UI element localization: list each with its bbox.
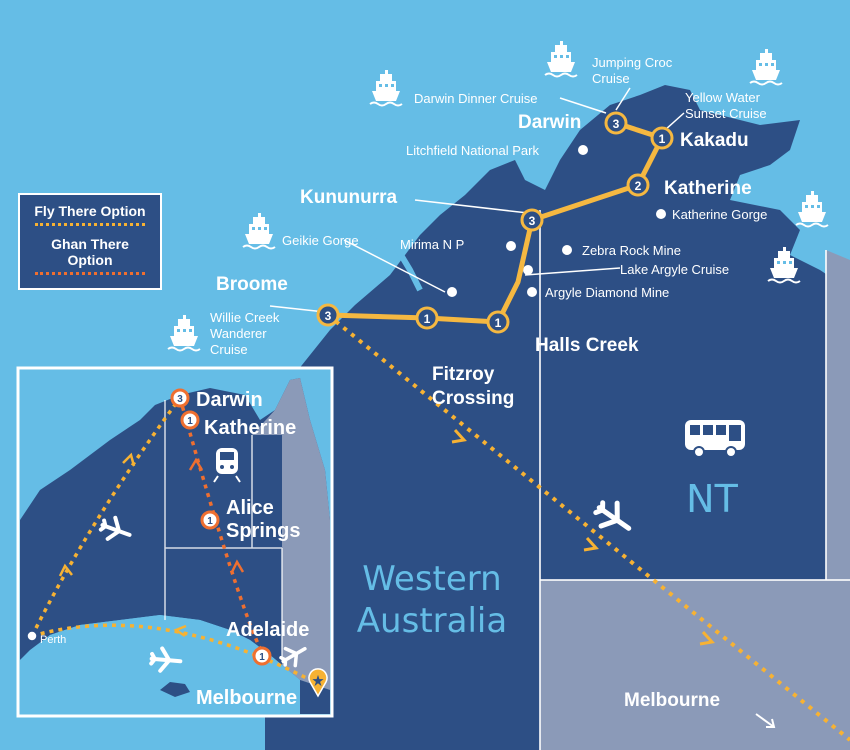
city-kununurra: Kununurra bbox=[300, 187, 398, 208]
ship-icon bbox=[748, 48, 784, 86]
inset-city-darwin: Darwin bbox=[196, 389, 263, 411]
city-melbourne-main: Melbourne bbox=[624, 690, 720, 711]
legend-ghan-label-1: Ghan There bbox=[51, 236, 129, 252]
legend-fly-label: Fly There Option bbox=[34, 203, 146, 219]
city-fitzroy-line2: Crossing bbox=[432, 388, 514, 409]
label-yellow-water-2: Sunset Cruise bbox=[685, 106, 767, 121]
svg-text:1: 1 bbox=[659, 132, 666, 146]
inset-city-melbourne: Melbourne bbox=[196, 687, 297, 709]
svg-text:2: 2 bbox=[635, 179, 642, 193]
city-broome: Broome bbox=[216, 274, 288, 295]
stop-halls-creek[interactable]: 1 bbox=[486, 310, 510, 334]
svg-text:3: 3 bbox=[325, 309, 332, 323]
svg-text:1: 1 bbox=[495, 316, 502, 330]
inset-city-adelaide: Adelaide bbox=[226, 619, 309, 641]
ghan-route-inset bbox=[178, 397, 264, 653]
star-pin-icon bbox=[308, 668, 328, 698]
arrow-icon bbox=[755, 713, 776, 728]
label-yellow-water-1: Yellow Water bbox=[685, 90, 761, 105]
ship-icon bbox=[368, 69, 404, 107]
label-jumping-croc-1: Jumping Croc bbox=[592, 55, 673, 70]
bus-icon bbox=[685, 420, 745, 458]
fly-route-main bbox=[326, 313, 850, 742]
city-katherine: Katherine bbox=[664, 178, 752, 199]
label-mirima: Mirima N P bbox=[400, 237, 464, 252]
city-halls-creek: Halls Creek bbox=[535, 335, 639, 356]
label-willie-creek-1: Willie Creek bbox=[210, 310, 280, 325]
label-katherine-gorge: Katherine Gorge bbox=[672, 207, 767, 222]
label-zebra-rock: Zebra Rock Mine bbox=[582, 243, 681, 258]
inset-stop-alice[interactable]: 1 bbox=[200, 510, 220, 530]
inset-city-katherine: Katherine bbox=[204, 417, 296, 439]
legend-fly-line bbox=[35, 223, 145, 226]
legend-ghan-line bbox=[35, 272, 145, 275]
ship-icon bbox=[241, 212, 277, 250]
city-fitzroy-line1: Fitzroy bbox=[432, 364, 495, 385]
region-wa-line2: Australia bbox=[357, 601, 507, 641]
region-nt: NT bbox=[686, 477, 738, 521]
train-icon bbox=[213, 448, 241, 483]
label-darwin-dinner: Darwin Dinner Cruise bbox=[414, 91, 538, 106]
label-jumping-croc-2: Cruise bbox=[592, 71, 630, 86]
inset-city-alice-2: Springs bbox=[226, 520, 300, 542]
svg-text:3: 3 bbox=[529, 214, 536, 228]
stop-kununurra[interactable]: 3 bbox=[520, 208, 544, 232]
stop-darwin[interactable]: 3 bbox=[604, 111, 628, 135]
svg-text:1: 1 bbox=[424, 312, 431, 326]
label-willie-creek-3: Cruise bbox=[210, 342, 248, 357]
svg-text:1: 1 bbox=[187, 416, 193, 427]
city-darwin: Darwin bbox=[518, 112, 581, 133]
inset-stop-darwin[interactable]: 3 bbox=[170, 388, 190, 408]
svg-text:3: 3 bbox=[177, 394, 183, 405]
label-argyle-diamond: Argyle Diamond Mine bbox=[545, 285, 669, 300]
region-wa-line1: Western bbox=[362, 559, 501, 599]
legend: Fly There Option Ghan There Option bbox=[18, 193, 162, 290]
stop-broome[interactable]: 3 bbox=[316, 303, 340, 327]
svg-text:1: 1 bbox=[207, 516, 213, 527]
queensland bbox=[826, 250, 850, 580]
label-lake-argyle: Lake Argyle Cruise bbox=[620, 262, 729, 277]
inset-stop-katherine[interactable]: 1 bbox=[180, 410, 200, 430]
stop-kakadu[interactable]: 1 bbox=[650, 126, 674, 150]
svg-text:3: 3 bbox=[613, 117, 620, 131]
city-kakadu: Kakadu bbox=[680, 130, 749, 151]
label-willie-creek-2: Wanderer bbox=[210, 326, 267, 341]
south-australia bbox=[540, 580, 850, 750]
label-geikie: Geikie Gorge bbox=[282, 233, 359, 248]
svg-text:1: 1 bbox=[259, 652, 265, 663]
ship-icon bbox=[794, 190, 830, 228]
label-litchfield: Litchfield National Park bbox=[406, 143, 539, 158]
inset-city-alice-1: Alice bbox=[226, 497, 274, 519]
fly-route-inset bbox=[30, 396, 319, 686]
legend-ghan-label-2: Option bbox=[67, 252, 113, 268]
inset-city-perth: Perth bbox=[40, 634, 66, 646]
ship-icon bbox=[543, 40, 579, 78]
ship-icon bbox=[166, 314, 202, 352]
stop-katherine[interactable]: 2 bbox=[626, 173, 650, 197]
stop-broome-east[interactable]: 1 bbox=[415, 306, 439, 330]
inset-stop-adelaide[interactable]: 1 bbox=[252, 646, 272, 666]
